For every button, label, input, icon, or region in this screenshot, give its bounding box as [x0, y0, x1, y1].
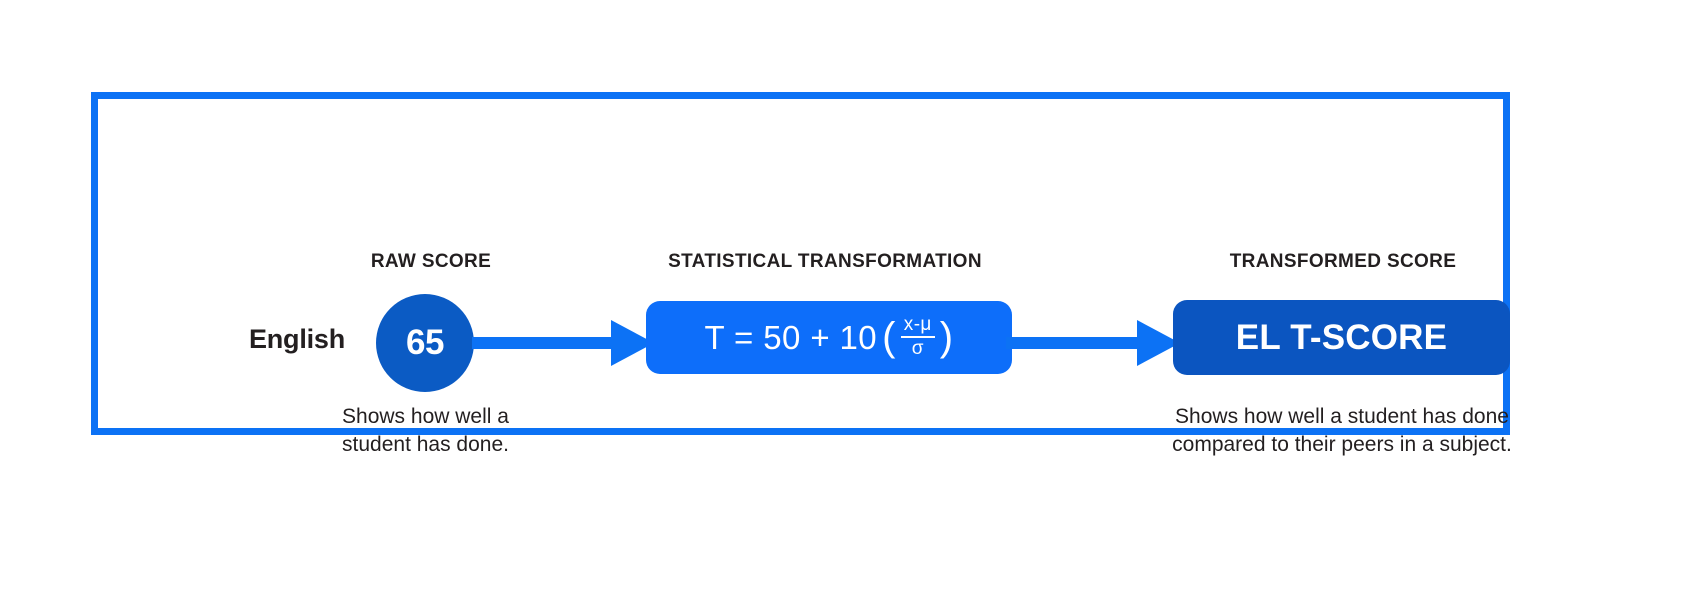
subject-label: English [248, 324, 346, 354]
arrow-shaft [472, 337, 612, 349]
formula-close-paren: ) [939, 314, 954, 359]
formula-denominator: σ [911, 337, 924, 359]
formula-expression: T = 50 + 10 ( x-μ σ ) [704, 313, 954, 360]
column-header-raw-score: RAW SCORE [370, 251, 492, 272]
arrow-right-icon-2 [1006, 320, 1181, 366]
diagram-frame: RAW SCORE STATISTICAL TRANSFORMATION TRA… [91, 92, 1512, 456]
formula-open-paren: ( [882, 314, 896, 359]
formula-fraction: x-μ σ [900, 313, 935, 359]
arrow-head [1137, 320, 1180, 366]
formula-lead-text: T = 50 + 10 [704, 318, 878, 356]
formula-fraction-bar [900, 335, 935, 338]
transformed-score-box: EL T-SCORE [1173, 300, 1510, 375]
column-header-statistical-transformation: STATISTICAL TRANSFORMATION [668, 251, 982, 272]
raw-score-caption: Shows how well a student has done. [342, 405, 509, 456]
column-header-transformed-score: TRANSFORMED SCORE [1229, 251, 1457, 272]
raw-score-circle: 65 [376, 294, 474, 392]
formula-box: T = 50 + 10 ( x-μ σ ) [646, 301, 1012, 374]
arrow-shaft [1006, 337, 1138, 349]
transformed-score-caption: Shows how well a student has done compar… [1172, 405, 1512, 456]
formula-numerator: x-μ [903, 313, 932, 335]
raw-score-value: 65 [406, 322, 444, 362]
arrow-right-icon-1 [472, 320, 654, 366]
transformed-score-label: EL T-SCORE [1235, 317, 1448, 357]
